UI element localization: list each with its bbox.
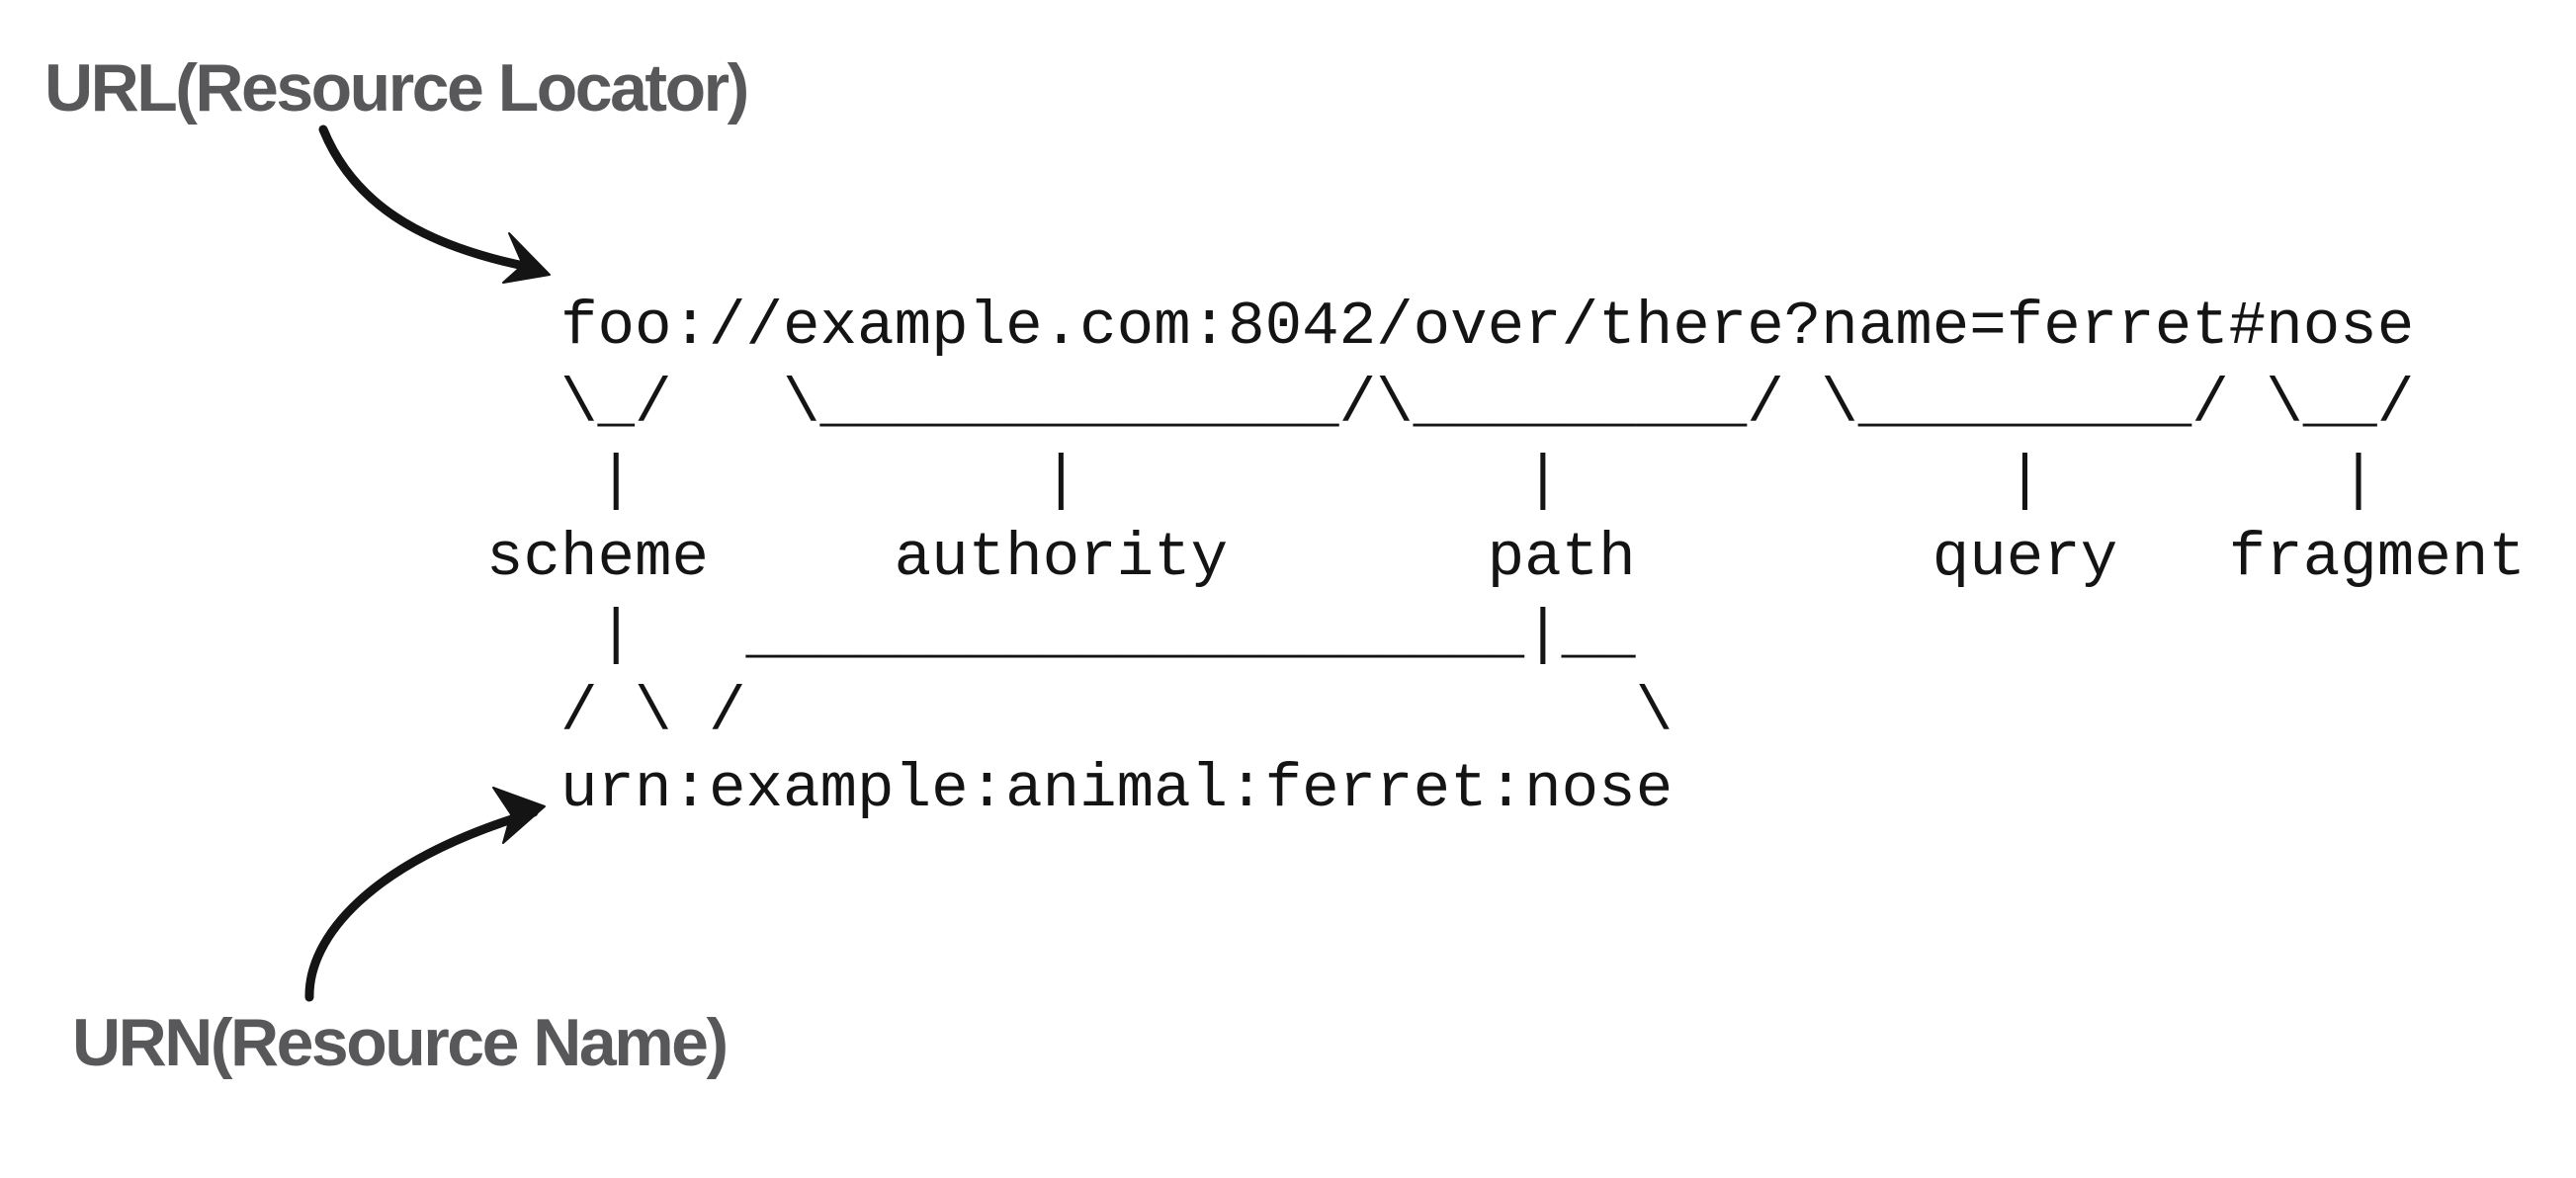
url-arrow: [318, 125, 551, 284]
url-label: URL(Resource Locator): [44, 50, 749, 126]
urn-label: URN(Resource Name): [72, 1005, 729, 1080]
uri-ascii-art: foo://example.com:8042/over/there?name=f…: [486, 292, 2526, 824]
